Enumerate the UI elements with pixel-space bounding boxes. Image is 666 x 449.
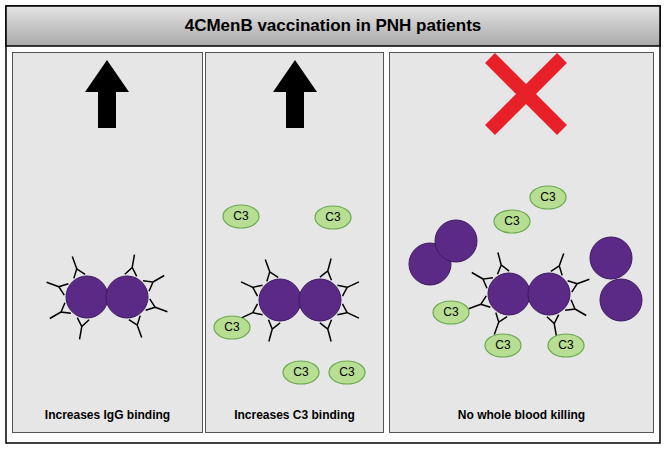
red-cross	[490, 58, 562, 130]
oval-outline	[214, 316, 250, 339]
title-band	[6, 6, 660, 46]
c3-label: C3	[293, 365, 308, 379]
antibody	[47, 282, 69, 295]
panel-ground	[205, 52, 384, 433]
antibody	[143, 276, 164, 292]
c3-oval: C3	[282, 360, 320, 385]
c3-label: C3	[233, 209, 248, 223]
antibody	[568, 279, 590, 292]
c3-oval: C3	[314, 205, 352, 230]
antibody	[125, 255, 137, 277]
panel: Increases IgG binding	[12, 52, 203, 433]
antibody	[565, 300, 586, 316]
c3-oval: C3	[432, 300, 470, 325]
c3-oval: C3	[484, 333, 522, 358]
oval-outline	[329, 361, 365, 384]
panel-caption: Increases IgG binding	[13, 408, 202, 422]
panel-ground	[12, 52, 203, 433]
oval-outline	[494, 210, 530, 233]
c3-label: C3	[540, 190, 555, 204]
bacterium	[435, 220, 477, 262]
up-arrow	[85, 60, 129, 128]
c3-label: C3	[558, 338, 573, 352]
panel-caption: No whole blood killing	[390, 408, 653, 422]
antibody	[472, 273, 493, 289]
antibody	[494, 313, 507, 335]
bacterium	[66, 276, 108, 318]
title: 4CMenB vaccination in PNH patients	[6, 6, 660, 46]
antibody	[498, 252, 510, 274]
outer-frame	[6, 6, 660, 443]
oval-outline	[548, 334, 584, 357]
antibody	[129, 316, 142, 338]
c3-label: C3	[325, 210, 340, 224]
antibody	[337, 304, 359, 318]
antibody	[337, 282, 359, 296]
antibody	[50, 303, 71, 319]
oval-outline	[283, 361, 319, 384]
c3-oval: C3	[493, 209, 531, 234]
antibody	[551, 254, 564, 276]
antibody	[77, 318, 89, 340]
panel: Increases C3 bindingC3C3C3C3C3	[205, 52, 384, 433]
bacterium	[259, 279, 301, 321]
oval-outline	[485, 334, 521, 357]
antibody	[469, 296, 491, 309]
oval-outline	[223, 205, 259, 228]
bacterium	[590, 237, 632, 279]
up-arrow	[273, 60, 317, 128]
c3-label: C3	[339, 365, 354, 379]
c3-oval: C3	[529, 185, 567, 210]
antibody	[146, 299, 168, 312]
antibody	[269, 320, 281, 342]
panel-ground	[389, 52, 654, 433]
c3-oval: C3	[222, 204, 260, 229]
bacterium	[600, 279, 642, 321]
c3-label: C3	[224, 320, 239, 334]
oval-outline	[433, 301, 469, 324]
c3-oval: C3	[547, 333, 585, 358]
c3-oval: C3	[213, 315, 251, 340]
antibody	[320, 320, 332, 342]
antibody	[72, 257, 85, 279]
c3-label: C3	[443, 305, 458, 319]
bacterium	[106, 276, 148, 318]
panel: No whole blood killingC3C3C3C3C3	[389, 52, 654, 433]
oval-outline	[530, 186, 566, 209]
antibody	[241, 282, 263, 296]
antibody	[547, 315, 559, 337]
antibody	[265, 260, 278, 282]
red-cross	[490, 58, 562, 130]
c3-label: C3	[504, 214, 519, 228]
antibody	[320, 258, 332, 280]
c3-label: C3	[495, 338, 510, 352]
bacterium	[299, 279, 341, 321]
bacterium	[488, 273, 530, 315]
panel-caption: Increases C3 binding	[206, 408, 383, 422]
c3-oval: C3	[328, 360, 366, 385]
antibody	[241, 304, 263, 318]
oval-outline	[315, 206, 351, 229]
bacterium	[528, 273, 570, 315]
